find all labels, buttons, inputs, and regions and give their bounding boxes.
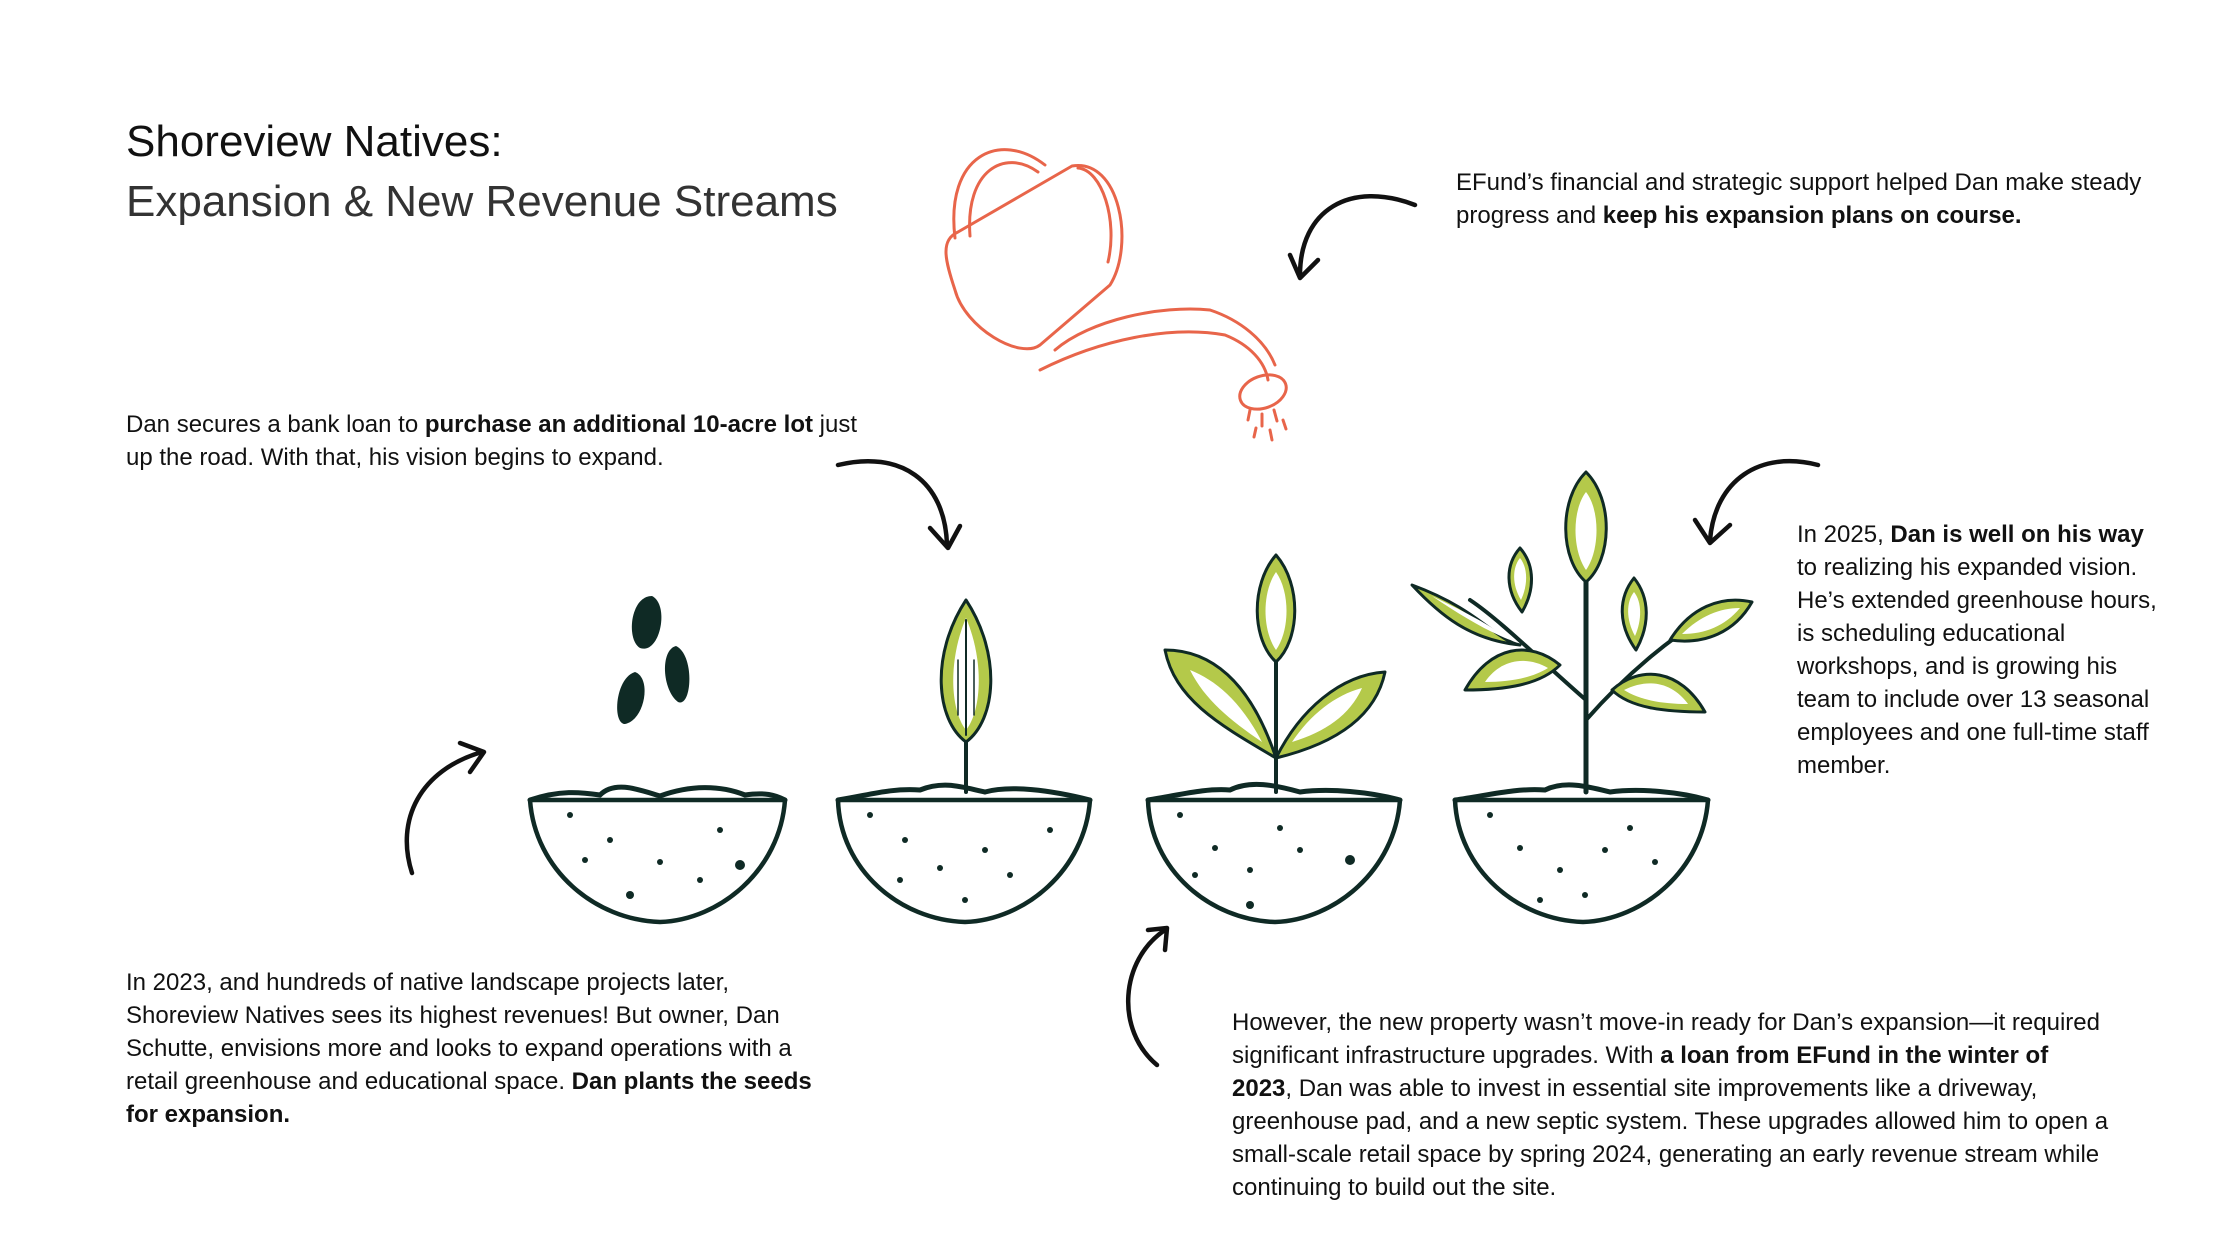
watering-can-icon xyxy=(944,148,1288,442)
plant-icon xyxy=(1410,470,1754,795)
note-property-upgrades: However, the new property wasn’t move-in… xyxy=(1232,1009,2109,1201)
curved-arrow-icon xyxy=(404,194,1821,1068)
soil-surface xyxy=(527,781,1711,803)
note-2025: In 2025, Dan is well on his way to reali… xyxy=(1797,521,2157,779)
seedling-icon xyxy=(1163,553,1387,794)
note-2023: In 2023, and hundreds of native landscap… xyxy=(126,969,812,1128)
soil-bowl-icon xyxy=(527,797,1711,925)
seeds-icon xyxy=(617,596,690,724)
note-bank-loan: Dan secures a bank loan to purchase an a… xyxy=(126,411,857,471)
sprout-icon xyxy=(939,598,993,794)
soil-dots xyxy=(567,812,1658,909)
title-line-1: Shoreview Natives: xyxy=(126,117,503,166)
note-efund-support: EFund’s financial and strategic support … xyxy=(1456,169,2142,229)
page-title: Shoreview Natives: Expansion & New Reven… xyxy=(126,112,838,232)
title-line-2: Expansion & New Revenue Streams xyxy=(126,177,838,226)
